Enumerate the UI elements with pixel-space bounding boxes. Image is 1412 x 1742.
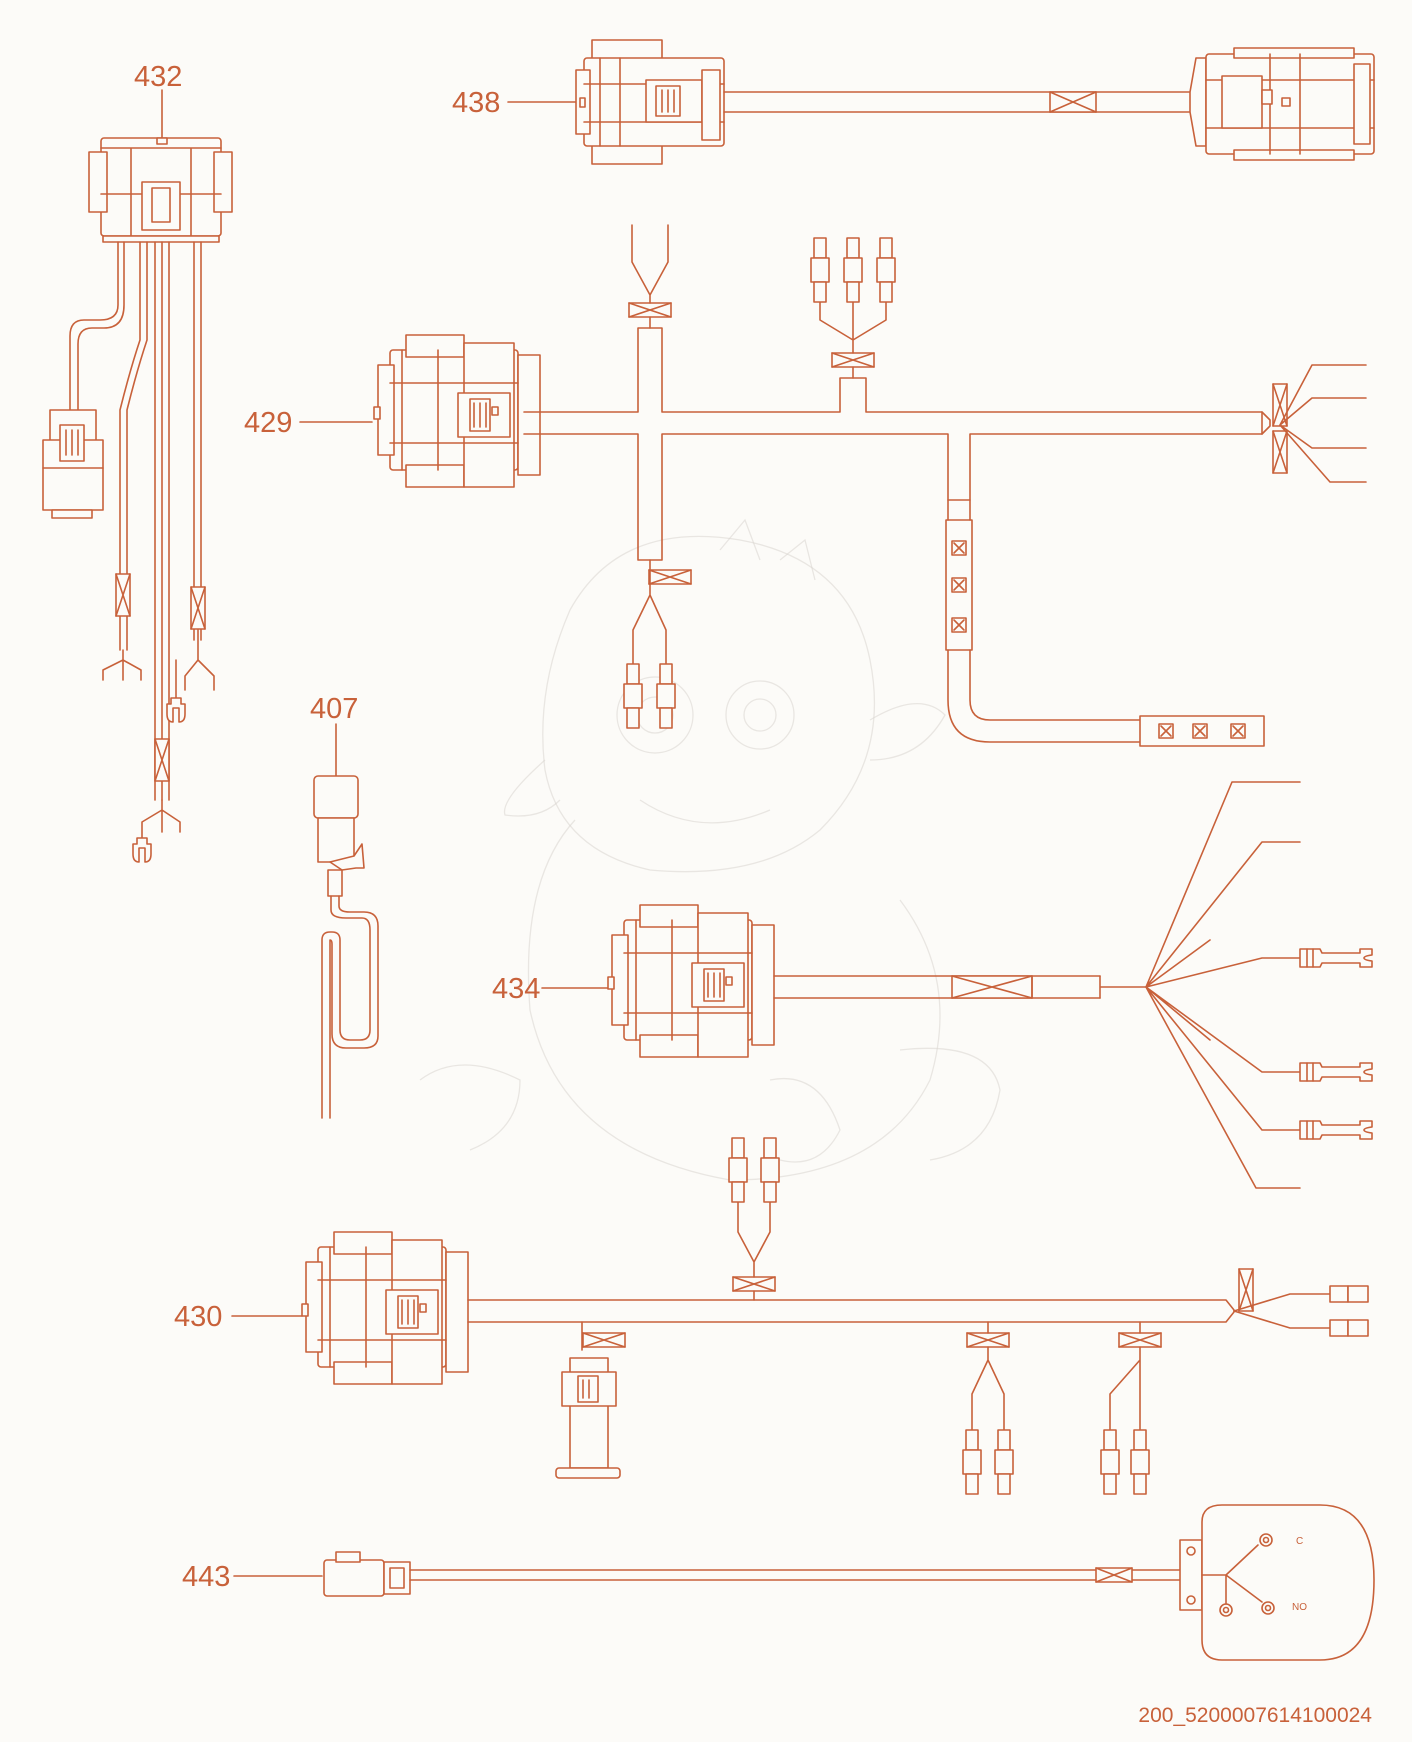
callout-438: 438 (452, 87, 500, 119)
callout-443: 443 (182, 1561, 230, 1593)
sensor-407 (313, 723, 379, 1119)
harness-443: C NO (233, 1504, 1375, 1661)
callout-407: 407 (310, 693, 358, 725)
harness-430 (231, 1137, 1369, 1495)
harness-432 (42, 89, 233, 863)
harness-429 (299, 224, 1367, 747)
callout-429: 429 (244, 407, 292, 439)
callout-430: 430 (174, 1301, 222, 1333)
harness-434 (541, 781, 1373, 1189)
drawing-reference: 200_5200007614100024 (1138, 1704, 1372, 1727)
switch-label-no: NO (1292, 1602, 1307, 1613)
callout-432: 432 (134, 61, 182, 93)
callout-434: 434 (492, 973, 540, 1005)
harness-438 (507, 39, 1375, 165)
switch-label-c: C (1296, 1536, 1303, 1547)
watermark-dragon (419, 518, 1001, 1181)
